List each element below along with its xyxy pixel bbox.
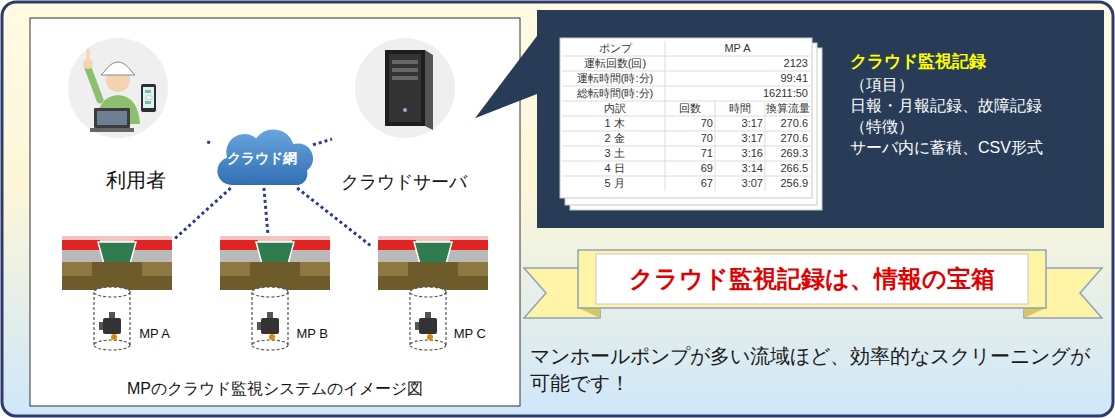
- table-cell: 運転時間(時:分): [565, 71, 665, 86]
- table-cell: 回数: [666, 101, 713, 116]
- network-link: [205, 141, 210, 143]
- node-label: クラウド網: [210, 150, 313, 168]
- node-label: 利用者: [67, 167, 205, 194]
- banner-text: クラウド監視記録は、情報の宝箱: [592, 264, 1032, 294]
- table-cell: 3:17: [716, 116, 763, 131]
- pump-label: MP B: [296, 326, 328, 341]
- table-cell: 3:14: [716, 161, 763, 176]
- table-cell: 3 土: [566, 146, 663, 161]
- server-node: クラウドサーバ: [332, 38, 475, 198]
- table-cell: 内訳: [566, 101, 663, 116]
- table-cell: 総転時間(時:分): [565, 86, 665, 101]
- table-cell: 運転回数(回): [565, 56, 665, 71]
- pump-label: MP A: [139, 326, 170, 341]
- record-text: 日報・月報記録、故障記録: [850, 95, 1043, 116]
- table-cell: 70: [666, 131, 713, 146]
- table-cell: MP A: [667, 41, 808, 56]
- user-node: 利用者: [67, 38, 205, 198]
- table-cell: 69: [666, 161, 713, 176]
- table-cell: 269.3: [766, 146, 808, 161]
- figure-frame: MPのクラウド監視システムのイメージ図 利用者クラウド網クラウドサーバ MP A MP…: [26, 18, 524, 406]
- table-cell: 266.5: [766, 161, 808, 176]
- network-link: [313, 139, 332, 145]
- network-link: [264, 188, 268, 233]
- table-cell: 71: [666, 146, 713, 161]
- pump-label: MP C: [454, 326, 486, 341]
- figure-frame: [30, 18, 520, 406]
- table-cell: 3:17: [716, 131, 763, 146]
- node-label: クラウドサーバ: [332, 170, 475, 194]
- table-cell: 16211:50: [667, 86, 808, 101]
- server-icon: [355, 38, 455, 138]
- text-block: クラウド網: [210, 150, 313, 168]
- text-block: クラウド監視記録は、情報の宝箱: [592, 264, 1032, 294]
- record-text: （特徴）: [850, 116, 1043, 137]
- text-block: MP B: [296, 326, 328, 341]
- text-block: 利用者: [67, 167, 205, 194]
- text-block: MPのクラウド監視システムのイメージ図: [26, 379, 524, 400]
- table-cell: 4 日: [566, 161, 663, 176]
- user-icon: [68, 38, 168, 138]
- record-sheets: [560, 38, 822, 210]
- table-cell: ポンプ: [565, 41, 665, 56]
- text-block: クラウド監視記録（項目）日報・月報記録、故障記録（特徴）サーバ内に蓄積、CSV形…: [850, 50, 1043, 158]
- network-link: [297, 188, 372, 247]
- table-cell: 70: [666, 116, 713, 131]
- pump-node: MP B: [214, 233, 332, 353]
- ribbon-banner: [524, 250, 1102, 318]
- table-cell: 時間: [716, 101, 763, 116]
- figure-caption: MPのクラウド監視システムのイメージ図: [26, 379, 524, 400]
- table-cell: 270.6: [766, 116, 808, 131]
- note-text: マンホールポンプが多い流域ほど、効率的なスクリーニングが可能です！: [530, 343, 1100, 397]
- text-block: MP C: [454, 326, 486, 341]
- manhole-pump: [378, 236, 488, 350]
- record-text: クラウド監視記録: [850, 50, 1043, 74]
- cloud-node: クラウド網: [210, 132, 313, 188]
- text-block: クラウドサーバ: [332, 170, 475, 194]
- callout-pointer: [475, 33, 539, 118]
- table-cell: 67: [666, 176, 713, 191]
- text-block: MP A: [139, 326, 170, 341]
- table-cell: 3:16: [716, 146, 763, 161]
- table-cell: 270.6: [766, 131, 808, 146]
- pump-node: MP C: [372, 233, 490, 353]
- table-cell: 2123: [667, 56, 808, 71]
- manhole-pump: [62, 236, 172, 350]
- table-cell: 99:41: [667, 71, 808, 86]
- record-panel: [537, 10, 1104, 228]
- table-cell: 3:07: [716, 176, 763, 191]
- table-cell: 5 月: [566, 176, 663, 191]
- table-cell: 1 木: [566, 116, 663, 131]
- network-link: [174, 188, 231, 239]
- table-cell: 2 金: [566, 131, 663, 146]
- table-cell: 256.9: [766, 176, 808, 191]
- record-text: （項目）: [850, 74, 1043, 95]
- record-text: サーバ内に蓄積、CSV形式: [850, 137, 1043, 158]
- table-cell: 換算流量: [766, 101, 808, 116]
- pump-node: MP A: [56, 233, 174, 353]
- manhole-pump: [220, 236, 330, 350]
- banner-box: クラウド監視記録は、情報の宝箱: [592, 254, 1032, 304]
